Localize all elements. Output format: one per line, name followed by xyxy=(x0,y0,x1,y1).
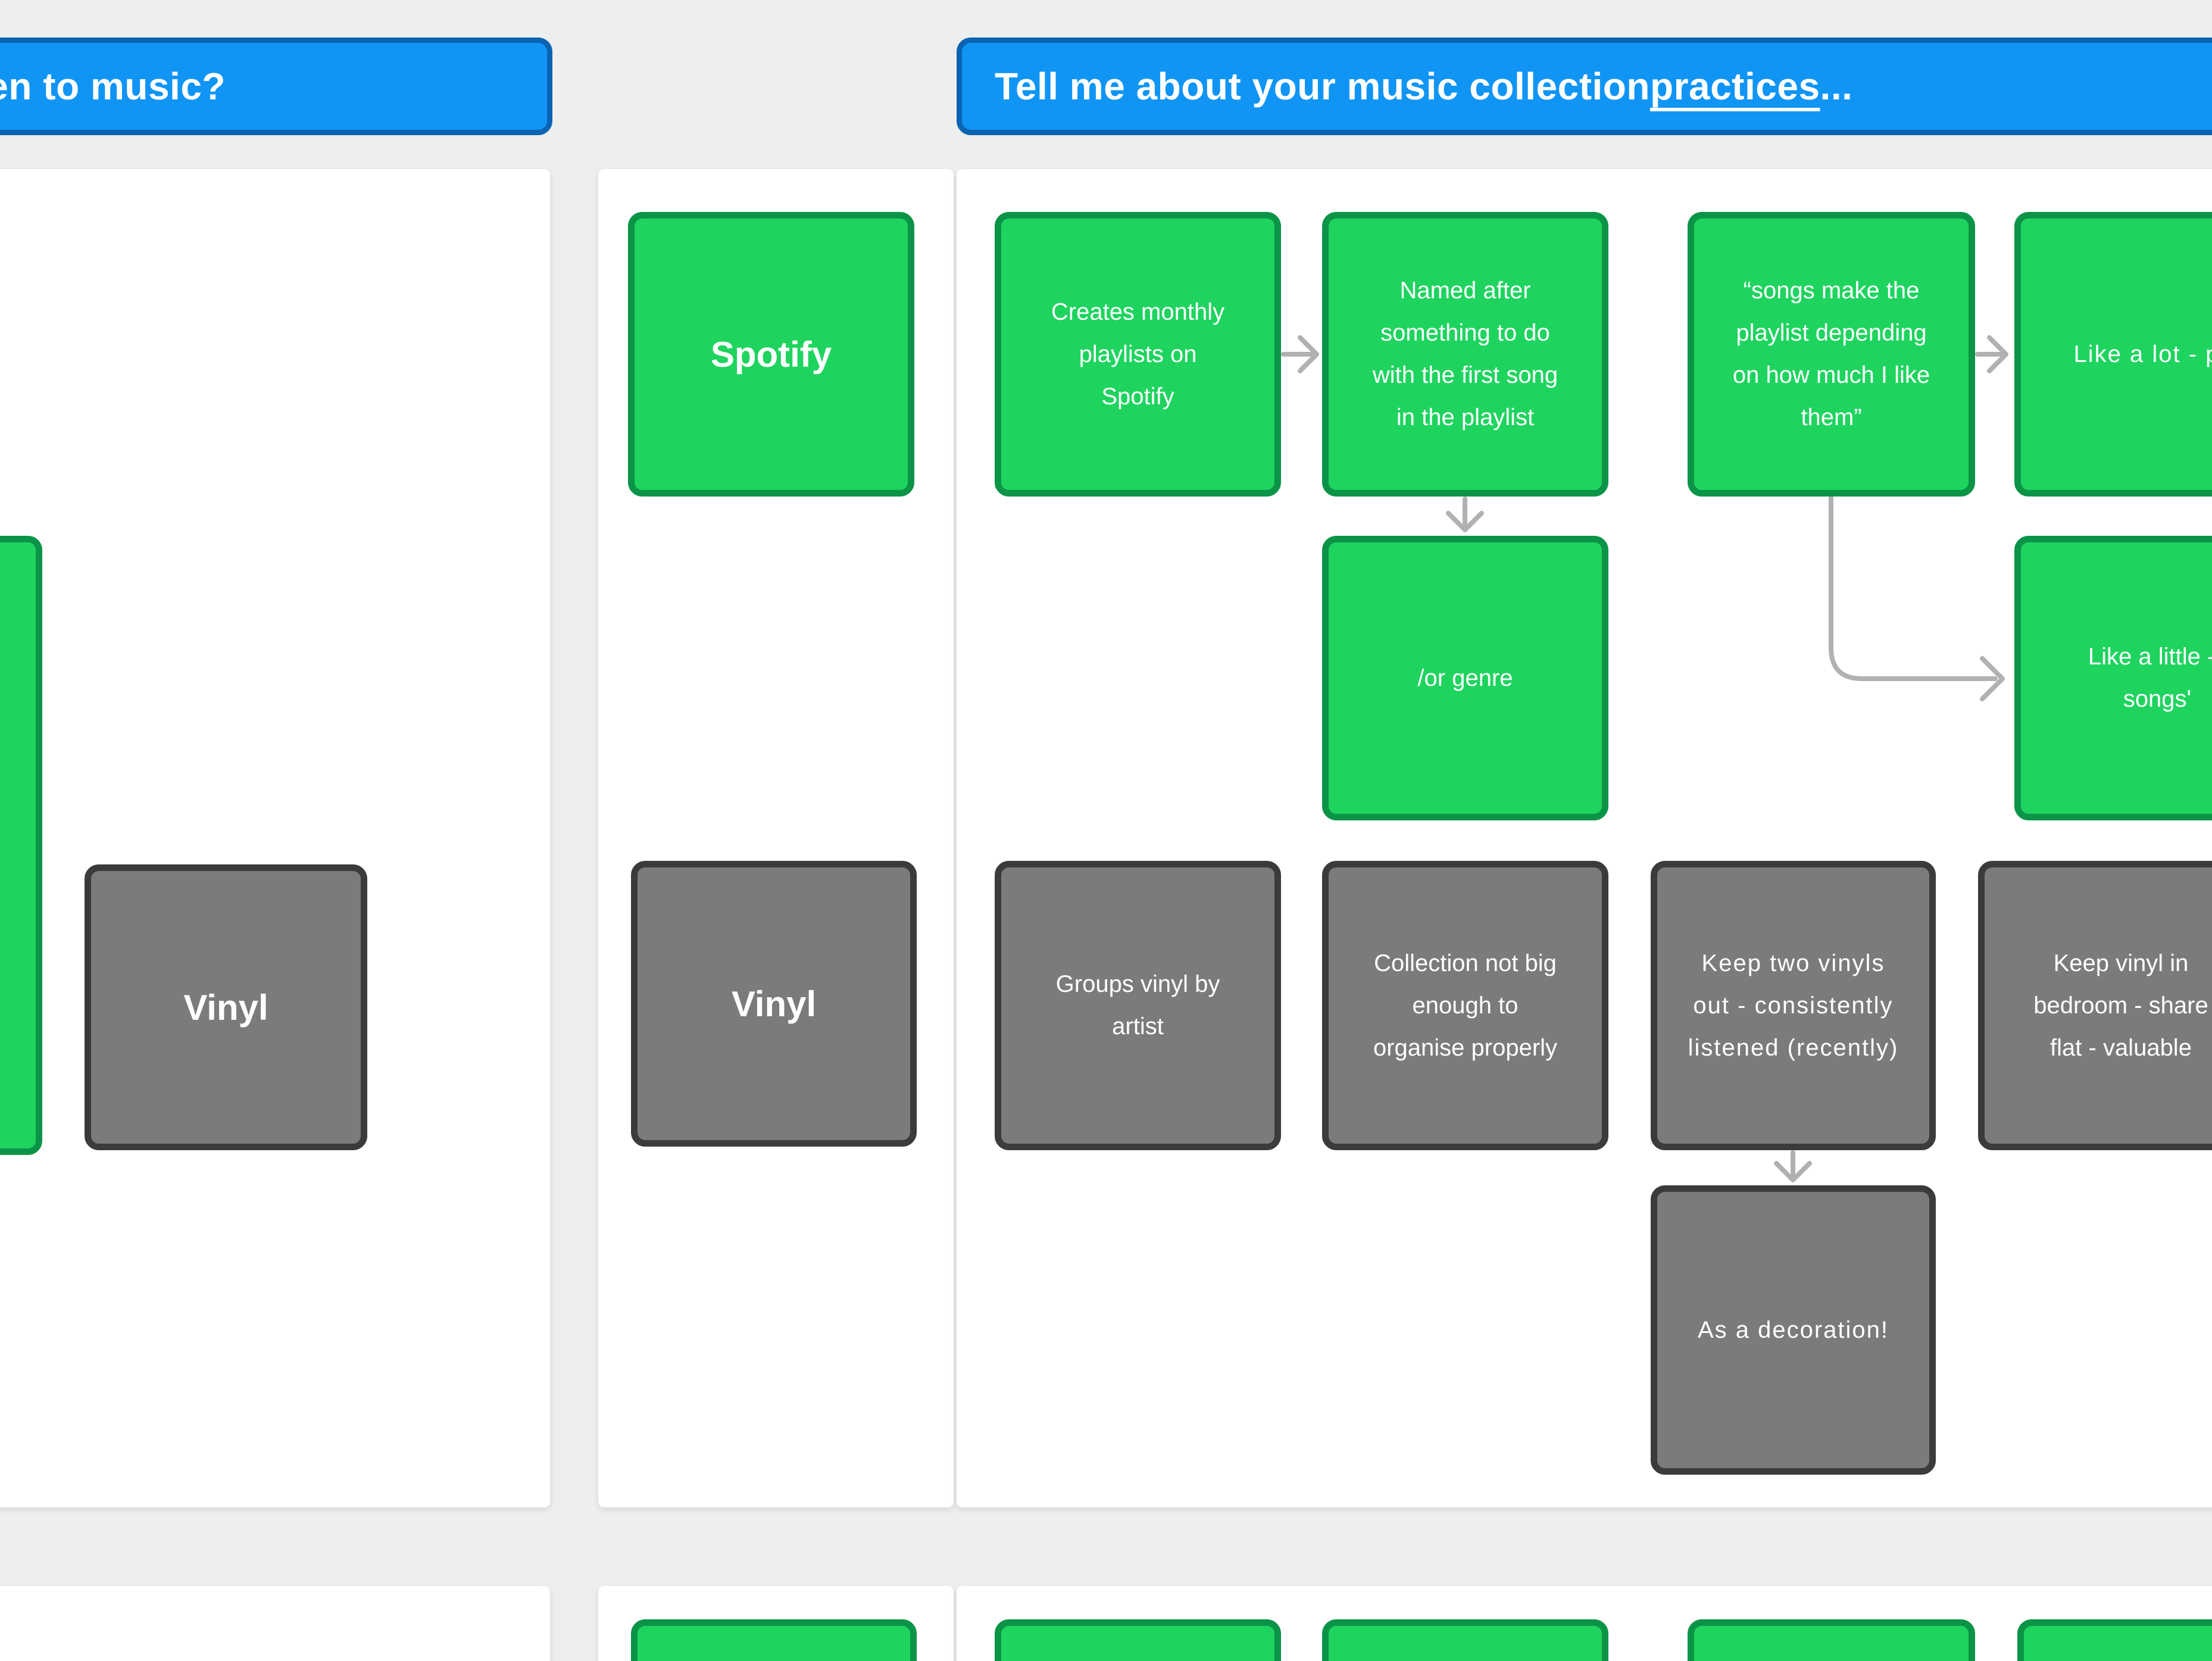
sticky-note-groups-vinyl[interactable]: Groups vinyl by artist xyxy=(995,861,1281,1150)
sticky-note-text: Keep vinyl in bedroom - share flat - val… xyxy=(2033,950,2208,1061)
sticky-note-named-after[interactable]: Named after something to do with the fir… xyxy=(1322,212,1608,497)
sticky-note-as-decoration[interactable]: As a decoration! xyxy=(1651,1185,1936,1475)
question-header-underlined-word: practices xyxy=(1649,65,1820,108)
sticky-note-spotify-label[interactable]: Spotify xyxy=(628,212,914,497)
sticky-note-text: Vinyl xyxy=(183,987,268,1028)
question-header-collection[interactable]: Tell me about your music collection prac… xyxy=(957,38,2212,135)
sticky-note-songs-make-playlist[interactable]: “songs make the playlist depending on ho… xyxy=(1688,212,1975,497)
sticky-note-text: Keep two vinyls out - consistently liste… xyxy=(1688,950,1899,1061)
sticky-note-bottom-label-clipped[interactable] xyxy=(631,1619,917,1661)
sticky-note-text: “songs make the playlist depending on ho… xyxy=(1732,277,1930,430)
sticky-note-bottom-4-clipped[interactable] xyxy=(2017,1619,2212,1661)
sticky-note-text: Named after something to do with the fir… xyxy=(1372,277,1558,430)
sticky-note-text: Like a little - ' songs' xyxy=(2088,644,2212,712)
sticky-note-vinyl-label-middle[interactable]: Vinyl xyxy=(631,861,917,1147)
sticky-note-creates-monthly[interactable]: Creates monthly playlists on Spotify xyxy=(995,212,1281,497)
sticky-note-keep-two-vinyls[interactable]: Keep two vinyls out - consistently liste… xyxy=(1651,861,1936,1150)
question-header-text-suffix: ... xyxy=(1820,65,1853,108)
sticky-note-collection-not-big[interactable]: Collection not big enough to organise pr… xyxy=(1322,861,1608,1150)
sticky-note-text: Like a lot - pla xyxy=(2073,341,2212,367)
frame-card-left-bottom[interactable] xyxy=(0,1586,550,1661)
sticky-note-text: Collection not big enough to organise pr… xyxy=(1373,950,1558,1061)
sticky-note-or-genre[interactable]: /or genre xyxy=(1322,536,1608,820)
sticky-note-text: As a decoration! xyxy=(1697,1316,1889,1343)
question-header-text-prefix: Tell me about your music collection xyxy=(995,65,1650,108)
sticky-note-like-a-little[interactable]: Like a little - ' songs' xyxy=(2014,536,2212,820)
question-header-label: ten to music? xyxy=(0,65,226,108)
sticky-note-text: Spotify xyxy=(710,334,832,374)
sticky-note-bottom-3-clipped[interactable] xyxy=(1688,1619,1975,1661)
frame-card-left[interactable] xyxy=(0,169,550,1507)
sticky-note-vinyl-label-left[interactable]: Vinyl xyxy=(85,864,367,1150)
sticky-note-bottom-1-clipped[interactable] xyxy=(995,1619,1281,1661)
sticky-note-text: Creates monthly playlists on Spotify xyxy=(1051,298,1225,410)
sticky-note-bottom-2-clipped[interactable] xyxy=(1322,1619,1608,1661)
sticky-note-keep-vinyl-bedroom[interactable]: Keep vinyl in bedroom - share flat - val… xyxy=(1978,861,2212,1150)
sticky-note-text: /or genre xyxy=(1417,664,1513,691)
sticky-note-text: Vinyl xyxy=(731,984,817,1024)
question-header-listen[interactable]: ten to music? xyxy=(0,38,552,135)
sticky-note-text: Groups vinyl by artist xyxy=(1055,971,1220,1039)
sticky-note-like-a-lot[interactable]: Like a lot - pla xyxy=(2014,212,2212,497)
sticky-note-left-green-clipped[interactable] xyxy=(0,536,42,1155)
